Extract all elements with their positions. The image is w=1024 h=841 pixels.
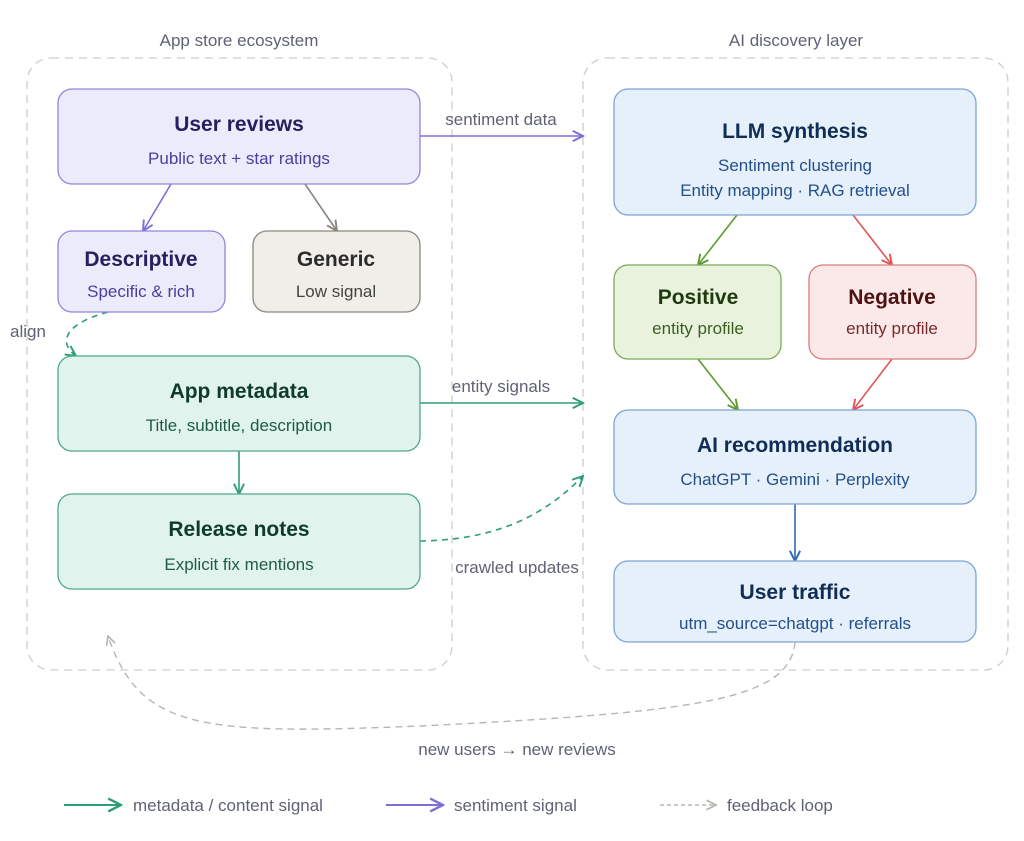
- group-ai-discovery-border: [582, 57, 1009, 671]
- legend-label: metadata / content signal: [133, 796, 323, 815]
- group-app-store-ecosystem: App store ecosystem: [26, 31, 453, 671]
- node-title: App metadata: [170, 380, 309, 403]
- node-title: Descriptive: [84, 248, 197, 271]
- node-title: Positive: [658, 286, 739, 309]
- node-subtitle: Public text + star ratings: [148, 149, 330, 168]
- node-ai-recommendation[interactable]: AI recommendation ChatGPT · Gemini · Per…: [613, 409, 977, 505]
- edge-release-notes-to-ai: [419, 476, 583, 542]
- edge-negative-to-recommendation: [853, 358, 893, 410]
- node-positive[interactable]: Positive entity profile: [613, 264, 782, 360]
- legend-label: sentiment signal: [454, 796, 577, 815]
- node-app-metadata[interactable]: App metadata Title, subtitle, descriptio…: [57, 355, 421, 452]
- group-app-store-label: App store ecosystem: [160, 31, 319, 50]
- group-app-store-border: [26, 57, 453, 671]
- node-subtitle: ChatGPT · Gemini · Perplexity: [680, 470, 910, 489]
- edge-feedback-loop: [108, 636, 796, 730]
- legend-item-feedback: feedback loop: [660, 796, 833, 815]
- edge-reviews-to-generic: [304, 183, 337, 231]
- node-subtitle: entity profile: [652, 319, 744, 338]
- node-subtitle: entity profile: [846, 319, 938, 338]
- legend: metadata / content signal sentiment sign…: [64, 796, 833, 815]
- edge-llm-to-negative: [852, 214, 892, 265]
- node-title: Release notes: [168, 518, 309, 541]
- edge-reviews-to-descriptive: [143, 183, 172, 231]
- node-subtitle: Entity mapping · RAG retrieval: [680, 181, 910, 200]
- legend-label: feedback loop: [727, 796, 833, 815]
- edges: sentiment data align entity signals craw…: [10, 110, 892, 759]
- node-generic[interactable]: Generic Low signal: [252, 230, 421, 313]
- node-user-traffic[interactable]: User traffic utm_source=chatgpt · referr…: [613, 560, 977, 643]
- edge-label-entity-signals: entity signals: [452, 377, 550, 396]
- node-subtitle: Specific & rich: [87, 282, 195, 301]
- edge-label-sentiment-data: sentiment data: [445, 110, 557, 129]
- legend-item-sentiment: sentiment signal: [386, 796, 577, 815]
- node-title: Generic: [297, 248, 376, 271]
- node-title: User traffic: [740, 581, 851, 604]
- legend-item-metadata: metadata / content signal: [64, 796, 323, 815]
- node-release-notes[interactable]: Release notes Explicit fix mentions: [57, 493, 421, 590]
- edge-label-crawled-updates: crawled updates: [455, 558, 579, 577]
- node-title: AI recommendation: [697, 434, 893, 457]
- node-subtitle: Sentiment clustering: [718, 156, 872, 175]
- node-subtitle: Low signal: [296, 282, 376, 301]
- edge-label-align: align: [10, 322, 46, 341]
- group-ai-discovery-layer: AI discovery layer: [582, 31, 1009, 671]
- edge-positive-to-recommendation: [697, 358, 738, 410]
- edge-descriptive-align-metadata: [66, 311, 109, 356]
- edge-label-feedback: new users → new reviews: [418, 740, 615, 759]
- edge-llm-to-positive: [698, 214, 738, 265]
- group-ai-discovery-label: AI discovery layer: [729, 31, 863, 50]
- node-llm-synthesis[interactable]: LLM synthesis Sentiment clustering Entit…: [613, 88, 977, 216]
- node-descriptive[interactable]: Descriptive Specific & rich: [57, 230, 226, 313]
- node-user-reviews[interactable]: User reviews Public text + star ratings: [57, 88, 421, 185]
- node-negative[interactable]: Negative entity profile: [808, 264, 977, 360]
- node-subtitle: Explicit fix mentions: [164, 555, 313, 574]
- node-title: User reviews: [174, 113, 304, 136]
- node-title: Negative: [848, 286, 936, 309]
- node-subtitle: Title, subtitle, description: [146, 416, 332, 435]
- node-subtitle: utm_source=chatgpt · referrals: [679, 614, 911, 633]
- node-title: LLM synthesis: [722, 120, 868, 143]
